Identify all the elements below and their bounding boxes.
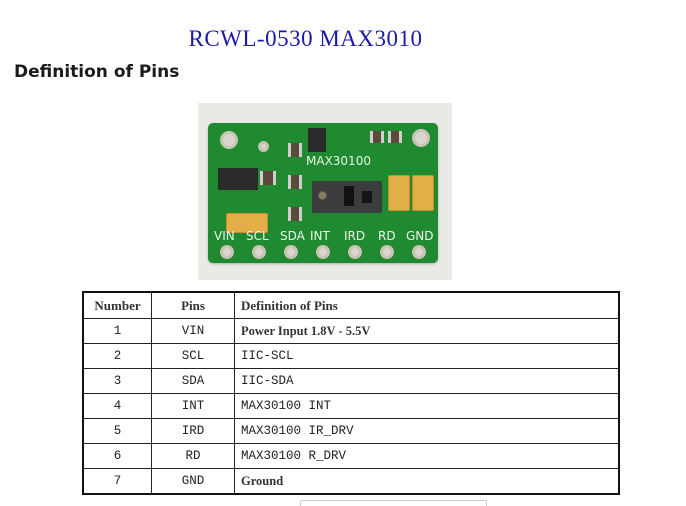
- smd-resistor: [288, 143, 302, 157]
- cell-definition: MAX30100 IR_DRV: [234, 418, 620, 444]
- cell-definition: MAX30100 INT: [234, 393, 620, 419]
- pin-definition-table: Number Pins Definition of Pins 1 VIN Pow…: [82, 291, 620, 495]
- pin-label-sda: SDA: [280, 229, 305, 243]
- pin-hole: [220, 245, 234, 259]
- cell-pin: INT: [151, 393, 235, 419]
- table-row: 2 SCL IIC-SCL: [82, 343, 620, 369]
- pcb-board: MAX30100 VIN SCL SDA INT IRD RD GND: [208, 123, 438, 263]
- pin-label-gnd: GND: [406, 229, 434, 243]
- mounting-hole-right: [412, 129, 430, 147]
- cell-number: 5: [82, 418, 152, 444]
- smd-resistor: [288, 175, 302, 189]
- cell-pin: IRD: [151, 418, 235, 444]
- cell-definition: MAX30100 R_DRV: [234, 443, 620, 469]
- sensor-photodiode: [362, 191, 372, 203]
- section-heading: Definition of Pins: [14, 62, 180, 82]
- cell-pin: RD: [151, 443, 235, 469]
- pin-label-rd: RD: [378, 229, 396, 243]
- transistor: [308, 128, 326, 152]
- column-header-pins: Pins: [151, 291, 235, 319]
- smd-resistor: [388, 131, 402, 143]
- cell-pin: SCL: [151, 343, 235, 369]
- cell-definition: IIC-SDA: [234, 368, 620, 394]
- pin-hole: [316, 245, 330, 259]
- cell-number: 4: [82, 393, 152, 419]
- mounting-hole-left: [220, 131, 238, 149]
- pin-label-scl: SCL: [246, 229, 269, 243]
- cell-number: 2: [82, 343, 152, 369]
- smd-resistor: [370, 131, 384, 143]
- cell-number: 7: [82, 468, 152, 495]
- cell-pin: GND: [151, 468, 235, 495]
- chip-label: MAX30100: [306, 154, 371, 168]
- cell-number: 3: [82, 368, 152, 394]
- pin-label-int: INT: [310, 229, 330, 243]
- bottom-edge-strip: [300, 500, 487, 506]
- table-header-row: Number Pins Definition of Pins: [82, 291, 620, 319]
- sensor-window: [318, 191, 327, 200]
- cell-definition: IIC-SCL: [234, 343, 620, 369]
- pin-hole: [412, 245, 426, 259]
- cell-definition: Ground: [234, 468, 620, 495]
- table-row: 6 RD MAX30100 R_DRV: [82, 443, 620, 469]
- smd-resistor: [260, 171, 276, 185]
- smd-resistor: [288, 207, 302, 221]
- column-header-definition: Definition of Pins: [234, 291, 620, 319]
- pin-hole: [348, 245, 362, 259]
- table-row: 1 VIN Power Input 1.8V - 5.5V: [82, 318, 620, 344]
- pin-label-ird: IRD: [344, 229, 366, 243]
- sensor-led: [344, 186, 354, 206]
- table-row: 4 INT MAX30100 INT: [82, 393, 620, 419]
- board-photo: MAX30100 VIN SCL SDA INT IRD RD GND: [198, 103, 452, 280]
- regulator-chip: [218, 168, 258, 190]
- via: [258, 141, 269, 152]
- tantalum-capacitor: [412, 175, 434, 211]
- pin-hole: [284, 245, 298, 259]
- pin-hole: [252, 245, 266, 259]
- tantalum-capacitor: [226, 213, 268, 233]
- page-title: RCWL-0530 MAX3010: [188, 26, 423, 51]
- table-row: 3 SDA IIC-SDA: [82, 368, 620, 394]
- pin-hole: [380, 245, 394, 259]
- tantalum-capacitor: [388, 175, 410, 211]
- pin-label-vin: VIN: [214, 229, 235, 243]
- cell-pin: SDA: [151, 368, 235, 394]
- cell-definition: Power Input 1.8V - 5.5V: [234, 318, 620, 344]
- column-header-number: Number: [82, 291, 152, 319]
- cell-number: 6: [82, 443, 152, 469]
- cell-pin: VIN: [151, 318, 235, 344]
- table-row: 7 GND Ground: [82, 468, 620, 495]
- cell-number: 1: [82, 318, 152, 344]
- table-row: 5 IRD MAX30100 IR_DRV: [82, 418, 620, 444]
